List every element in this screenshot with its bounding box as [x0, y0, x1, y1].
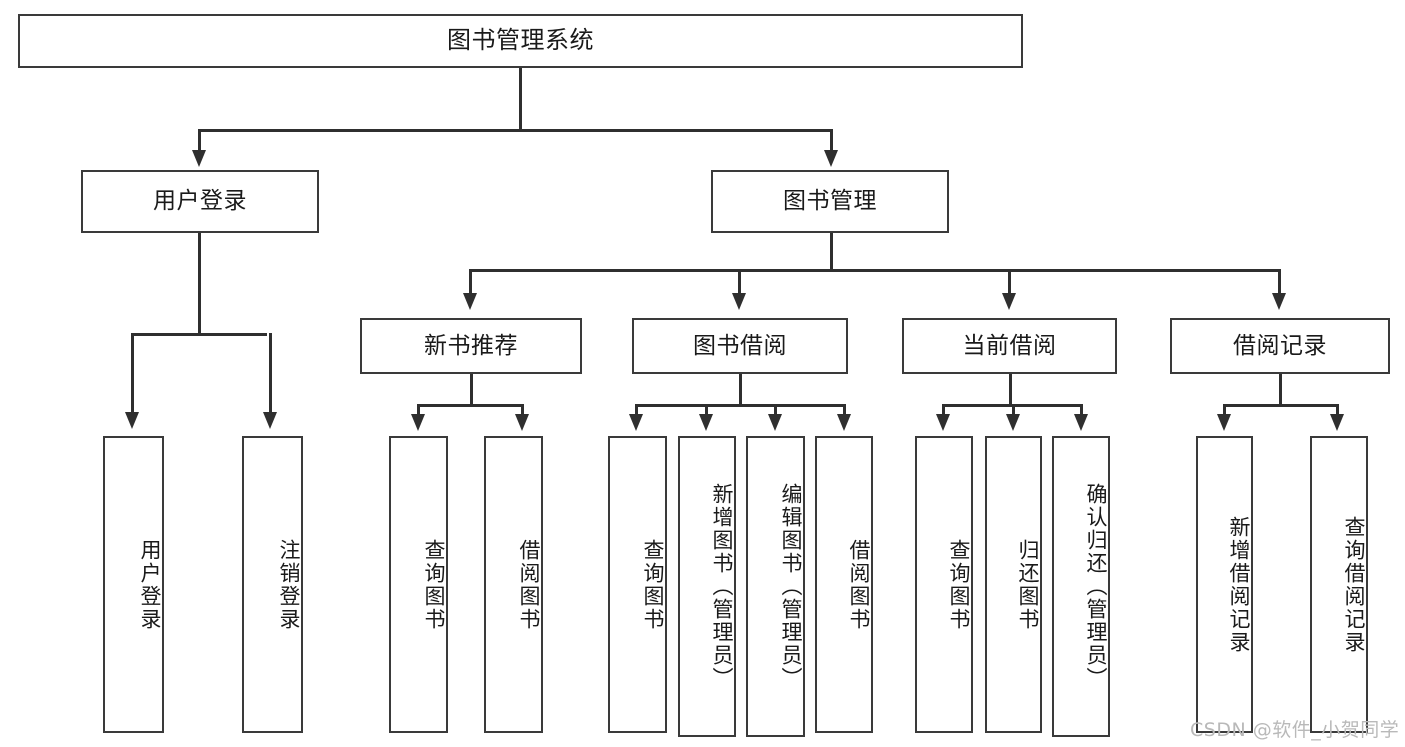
node-label: 查询图书: [641, 538, 665, 631]
connector-borrowrecord-stem: [1279, 374, 1282, 406]
node-borrow-record[interactable]: 借阅记录: [1170, 318, 1390, 374]
connector-book-mgmt-drop-1: [469, 269, 472, 296]
node-label: 图书管理系统: [447, 26, 594, 55]
arrowhead-bookborrow-leaf-4: [837, 414, 851, 431]
csdn-watermark: CSDN @软件_小贺同学: [1190, 719, 1400, 741]
connector-book-mgmt-stem: [830, 233, 833, 271]
leaf-borrow-book[interactable]: 借阅图书: [815, 436, 873, 733]
connector-borrowrecord-bar: [1223, 404, 1338, 407]
connector-currentborrow-drop-2: [1012, 404, 1015, 416]
leaf-query-book-newrec[interactable]: 查询图书: [389, 436, 448, 733]
connector-currentborrow-stem: [1009, 374, 1012, 406]
node-new-book-recommend[interactable]: 新书推荐: [360, 318, 582, 374]
connector-root-drop-1: [198, 129, 201, 153]
leaf-logout[interactable]: 注销登录: [242, 436, 303, 733]
connector-borrowrecord-drop-1: [1223, 404, 1226, 416]
node-label: 归还图书: [1016, 538, 1040, 631]
arrowhead-to-borrow-record: [1272, 293, 1286, 310]
connector-root-drop-2: [830, 129, 833, 153]
arrowhead-newbook-leaf-1: [411, 414, 425, 431]
arrowhead-currentborrow-leaf-3: [1074, 414, 1088, 431]
arrowhead-to-book-mgmt: [824, 150, 838, 167]
node-label: 编辑图书（管理员）: [779, 483, 803, 690]
node-label: 借阅图书: [847, 538, 871, 631]
leaf-confirm-return-admin[interactable]: 确认归还（管理员）: [1052, 436, 1110, 737]
node-label: 图书借阅: [693, 332, 787, 359]
node-label: 用户登录: [153, 188, 247, 215]
leaf-add-borrow-record[interactable]: 新增借阅记录: [1196, 436, 1253, 733]
leaf-return-book[interactable]: 归还图书: [985, 436, 1042, 733]
connector-root-bar: [198, 129, 833, 132]
node-label: 注销登录: [277, 538, 301, 631]
node-book-borrow[interactable]: 图书借阅: [632, 318, 848, 374]
arrowhead-to-new-book-rec: [463, 293, 477, 310]
connector-currentborrow-drop-3: [1080, 404, 1083, 416]
connector-user-login-stem: [198, 233, 201, 335]
arrowhead-currentborrow-leaf-2: [1006, 414, 1020, 431]
arrowhead-to-book-borrow: [732, 293, 746, 310]
node-label: 新增图书（管理员）: [710, 483, 734, 690]
connector-book-mgmt-bar: [469, 269, 1281, 272]
connector-currentborrow-drop-1: [942, 404, 945, 416]
node-label: 查询借阅记录: [1342, 515, 1366, 654]
leaf-query-book-current[interactable]: 查询图书: [915, 436, 973, 733]
connector-newbook-bar: [417, 404, 523, 407]
node-label: 查询图书: [947, 538, 971, 631]
arrowhead-user-login-leaf-2: [263, 412, 277, 429]
leaf-query-book-borrow[interactable]: 查询图书: [608, 436, 667, 733]
connector-newbook-drop-1: [417, 404, 420, 416]
connector-bookborrow-drop-4: [843, 404, 846, 416]
node-label: 用户登录: [138, 538, 162, 631]
connector-user-login-drop-2: [269, 333, 272, 415]
connector-bookborrow-drop-1: [635, 404, 638, 416]
node-label: 当前借阅: [962, 332, 1057, 359]
connector-newbook-drop-2: [521, 404, 524, 416]
connector-bookborrow-stem: [739, 374, 742, 406]
arrowhead-bookborrow-leaf-3: [768, 414, 782, 431]
connector-root-stem: [519, 68, 522, 131]
node-root-system[interactable]: 图书管理系统: [18, 14, 1023, 68]
node-label: 新增借阅记录: [1227, 515, 1251, 654]
connector-user-login-bar: [131, 333, 267, 336]
node-current-borrow[interactable]: 当前借阅: [902, 318, 1117, 374]
connector-bookborrow-drop-2: [705, 404, 708, 416]
connector-book-mgmt-drop-2: [738, 269, 741, 296]
connector-user-login-drop-1: [131, 333, 134, 415]
arrowhead-to-user-login: [192, 150, 206, 167]
arrowhead-currentborrow-leaf-1: [936, 414, 950, 431]
node-user-login[interactable]: 用户登录: [81, 170, 319, 233]
connector-borrowrecord-drop-2: [1336, 404, 1339, 416]
node-book-management[interactable]: 图书管理: [711, 170, 949, 233]
arrowhead-to-current-borrow: [1002, 293, 1016, 310]
node-label: 借阅图书: [517, 538, 541, 631]
node-label: 确认归还（管理员）: [1084, 483, 1108, 690]
leaf-borrow-book-newrec[interactable]: 借阅图书: [484, 436, 543, 733]
connector-newbook-stem: [470, 374, 473, 406]
arrowhead-bookborrow-leaf-2: [699, 414, 713, 431]
arrowhead-bookborrow-leaf-1: [629, 414, 643, 431]
arrowhead-borrowrecord-leaf-2: [1330, 414, 1344, 431]
leaf-user-login[interactable]: 用户登录: [103, 436, 164, 733]
node-label: 新书推荐: [424, 332, 518, 359]
arrowhead-newbook-leaf-2: [515, 414, 529, 431]
arrowhead-borrowrecord-leaf-1: [1217, 414, 1231, 431]
connector-bookborrow-drop-3: [774, 404, 777, 416]
connector-bookborrow-bar: [635, 404, 845, 407]
connector-book-mgmt-drop-4: [1278, 269, 1281, 296]
node-label: 图书管理: [783, 188, 877, 215]
connector-book-mgmt-drop-3: [1008, 269, 1011, 296]
leaf-edit-book-admin[interactable]: 编辑图书（管理员）: [746, 436, 805, 737]
node-label: 借阅记录: [1233, 332, 1327, 359]
leaf-add-book-admin[interactable]: 新增图书（管理员）: [678, 436, 736, 737]
arrowhead-user-login-leaf-1: [125, 412, 139, 429]
node-label: 查询图书: [422, 538, 446, 631]
leaf-query-borrow-record[interactable]: 查询借阅记录: [1310, 436, 1368, 733]
